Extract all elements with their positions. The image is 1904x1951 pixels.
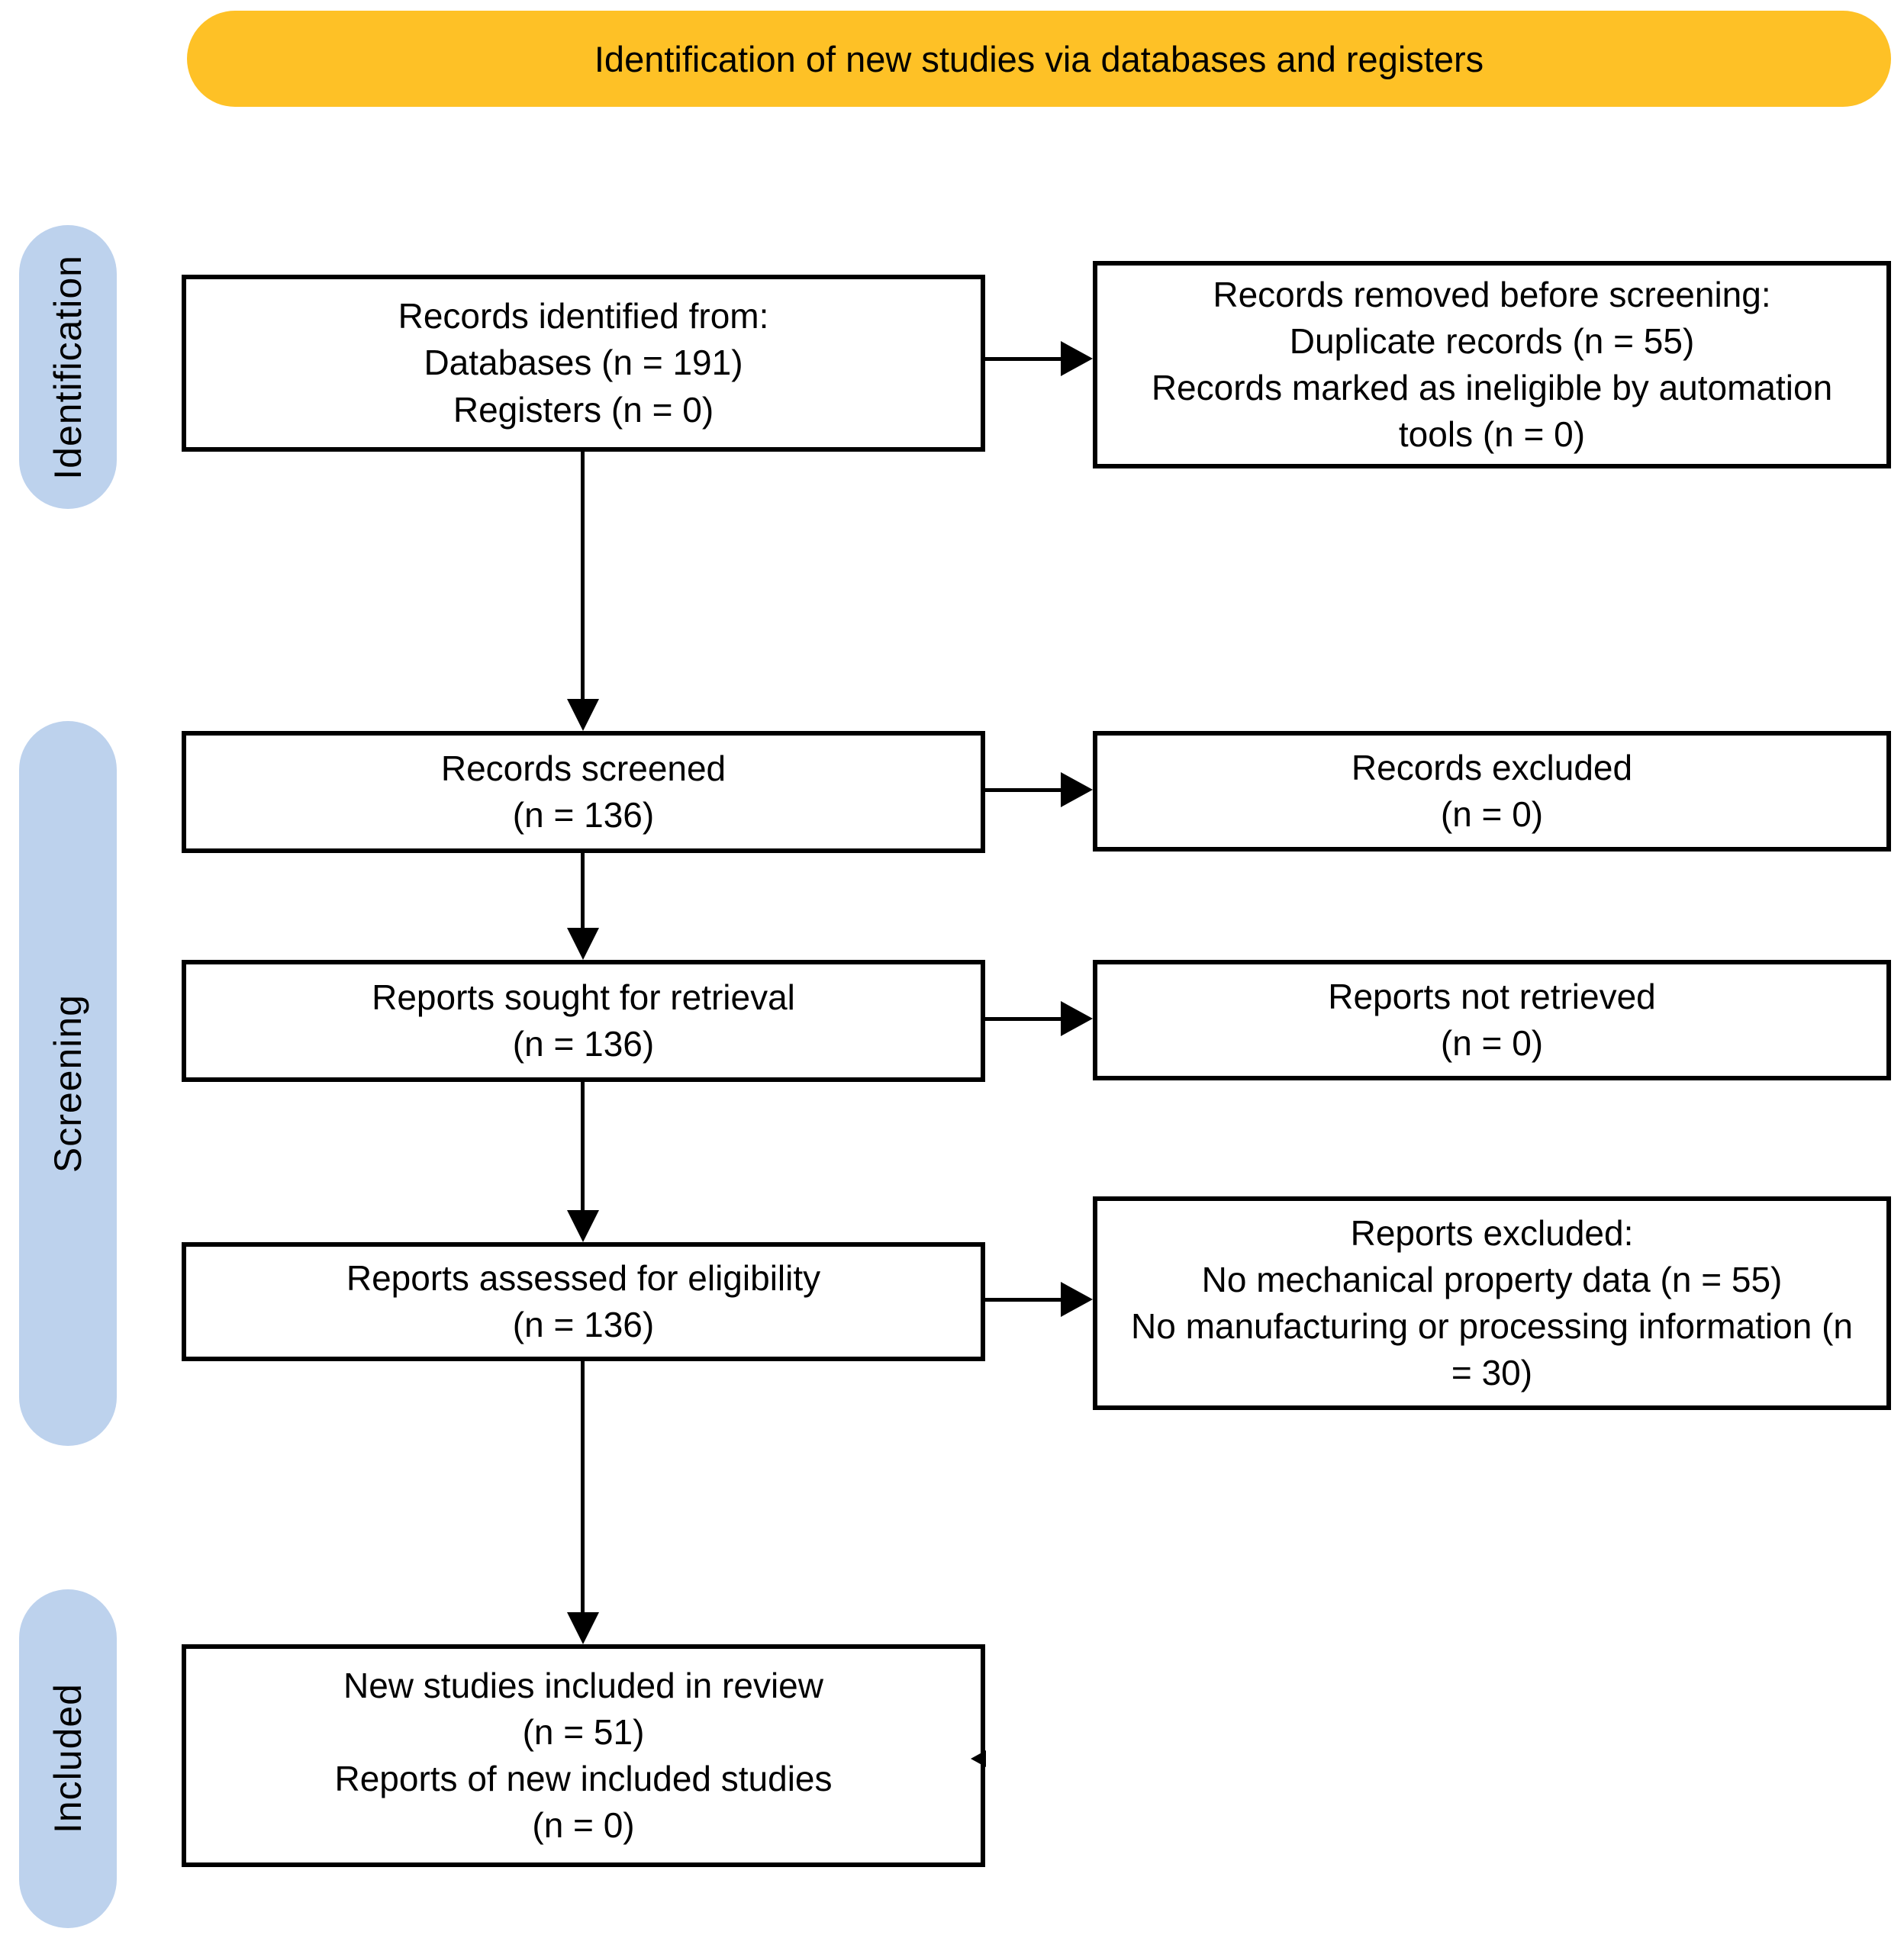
box-records-removed-line1: Records removed before screening:: [1213, 274, 1771, 314]
box-records-screened-line2: (n = 136): [512, 795, 655, 835]
box-records-identified-line3: Registers (n = 0): [453, 389, 714, 430]
box-records-removed-line2: Duplicate records (n = 55): [1289, 320, 1695, 361]
box-records-excluded-line2: (n = 0): [1440, 794, 1544, 834]
arrow-line-assessed-to-excluded: [985, 1298, 1065, 1302]
box-new-studies-included-line4: (n = 0): [532, 1805, 635, 1846]
arrow-line-identified-to-removed: [985, 357, 1065, 361]
box-reports-excluded-line1: Reports excluded:: [1350, 1212, 1634, 1253]
stage-pill-identification: Identification: [19, 225, 117, 509]
box-new-studies-included-line1: New studies included in review: [343, 1665, 823, 1705]
arrow-line-assessed-to-included: [581, 1361, 585, 1615]
stage-label-identification: Identification: [47, 254, 89, 480]
banner-label: Identification of new studies via databa…: [594, 38, 1484, 79]
arrow-line-sought-to-not-retrieved: [985, 1017, 1065, 1021]
box-reports-assessed-line2: (n = 136): [512, 1305, 655, 1344]
box-records-removed: Records removed before screening: Duplic…: [1093, 261, 1891, 468]
box-records-screened: Records screened (n = 136): [182, 731, 985, 853]
box-records-excluded-line1: Records excluded: [1351, 747, 1633, 787]
stage-pill-included: Included: [19, 1589, 117, 1928]
box-reports-not-retrieved-line1: Reports not retrieved: [1328, 976, 1656, 1016]
residual-arrow-nub: [971, 1750, 986, 1767]
box-reports-assessed-line1: Reports assessed for eligibility: [346, 1257, 821, 1298]
box-records-identified: Records identified from: Databases (n = …: [182, 275, 985, 452]
box-records-removed-line3: Records marked as ineligible by automati…: [1151, 368, 1833, 455]
box-records-identified-line2: Databases (n = 191): [424, 343, 743, 383]
box-reports-not-retrieved: Reports not retrieved (n = 0): [1093, 960, 1891, 1080]
box-reports-sought-line2: (n = 136): [512, 1024, 655, 1064]
arrow-line-screened-to-excluded: [985, 788, 1065, 792]
arrowhead-assessed-to-included: [567, 1612, 599, 1644]
box-new-studies-included-line3: Reports of new included studies: [334, 1759, 833, 1798]
arrow-line-identified-to-screened: [581, 452, 585, 702]
box-records-screened-line1: Records screened: [440, 748, 726, 788]
box-reports-not-retrieved-line2: (n = 0): [1440, 1023, 1544, 1063]
arrow-line-screened-to-sought: [581, 853, 585, 931]
stage-pill-screening: Screening: [19, 721, 117, 1446]
arrowhead-assessed-to-excluded: [1061, 1282, 1093, 1317]
box-reports-assessed: Reports assessed for eligibility (n = 13…: [182, 1242, 985, 1361]
arrowhead-identified-to-removed: [1061, 341, 1093, 376]
stage-label-screening: Screening: [47, 993, 89, 1173]
stage-label-included: Included: [47, 1683, 89, 1834]
arrowhead-screened-to-excluded: [1061, 772, 1093, 807]
box-records-excluded: Records excluded (n = 0): [1093, 731, 1891, 852]
box-reports-excluded-line2: No mechanical property data (n = 55): [1201, 1259, 1783, 1299]
box-records-identified-line1: Records identified from:: [398, 296, 769, 336]
arrowhead-screened-to-sought: [567, 928, 599, 960]
arrowhead-sought-to-assessed: [567, 1210, 599, 1242]
box-new-studies-included-line2: (n = 51): [522, 1711, 645, 1752]
box-reports-excluded-line3: No manufacturing or processing informati…: [1130, 1306, 1853, 1393]
arrowhead-sought-to-not-retrieved: [1061, 1001, 1093, 1036]
box-new-studies-included: New studies included in review (n = 51) …: [182, 1644, 985, 1867]
box-reports-sought-line1: Reports sought for retrieval: [372, 977, 795, 1017]
box-reports-sought: Reports sought for retrieval (n = 136): [182, 960, 985, 1082]
arrow-line-sought-to-assessed: [581, 1082, 585, 1213]
banner-identification-via-databases: Identification of new studies via databa…: [187, 11, 1891, 107]
arrowhead-identified-to-screened: [567, 699, 599, 731]
box-reports-excluded: Reports excluded: No mechanical property…: [1093, 1196, 1891, 1410]
